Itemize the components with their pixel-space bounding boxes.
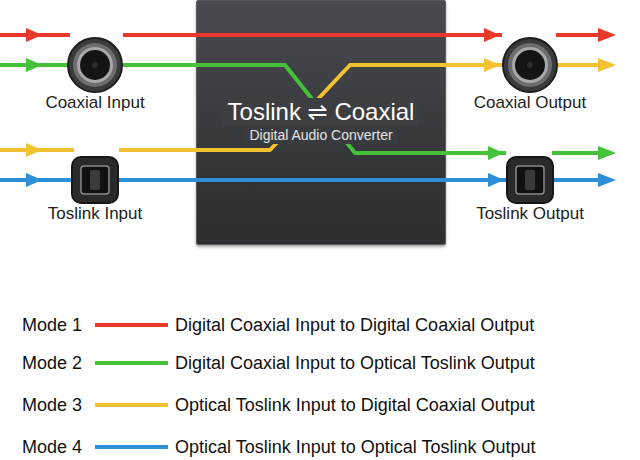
coaxial-port: Coaxial Output bbox=[502, 37, 558, 93]
port-label: Coaxial Output bbox=[474, 93, 586, 113]
mode-label: Mode 1 bbox=[22, 315, 82, 336]
legend-text: Digital Coaxial Input to Optical Toslink… bbox=[175, 353, 535, 374]
port-label: Toslink Input bbox=[48, 204, 143, 224]
toslink-jack bbox=[71, 156, 119, 204]
legend-row: Mode 3 Optical Toslink Input to Digital C… bbox=[0, 390, 640, 420]
toslink-jack bbox=[506, 156, 554, 204]
legend-text: Digital Coaxial Input to Digital Coaxial… bbox=[175, 315, 534, 336]
legend-swatch bbox=[95, 445, 168, 449]
legend-text: Optical Toslink Input to Optical Toslink… bbox=[175, 437, 536, 458]
port-label: Toslink Output bbox=[476, 204, 584, 224]
device-subtitle: Digital Audio Converter bbox=[244, 126, 397, 144]
legend-swatch bbox=[95, 323, 168, 327]
legend-row: Mode 2 Digital Coaxial Input to Optical T… bbox=[0, 348, 640, 378]
legend-text: Optical Toslink Input to Digital Coaxial… bbox=[175, 395, 535, 416]
toslink-port: Toslink Output bbox=[506, 156, 554, 204]
toslink-port: Toslink Input bbox=[71, 156, 119, 204]
coaxial-port: Coaxial Input bbox=[67, 37, 123, 93]
coaxial-jack bbox=[67, 37, 123, 93]
mode-label: Mode 3 bbox=[22, 395, 82, 416]
mode-label: Mode 4 bbox=[22, 437, 82, 458]
legend-row: Mode 4 Optical Toslink Input to Optical T… bbox=[0, 432, 640, 460]
device-title: Toslink ⇌ Coaxial bbox=[223, 98, 420, 126]
mode-label: Mode 2 bbox=[22, 353, 82, 374]
legend-swatch bbox=[95, 361, 168, 365]
legend-row: Mode 1 Digital Coaxial Input to Digital C… bbox=[0, 310, 640, 340]
coaxial-jack bbox=[502, 37, 558, 93]
legend-swatch bbox=[95, 403, 168, 407]
port-label: Coaxial Input bbox=[45, 93, 144, 113]
